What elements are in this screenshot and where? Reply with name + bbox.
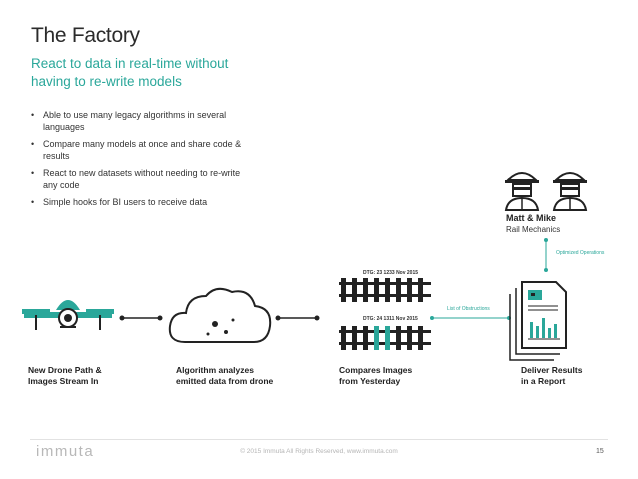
dtg-bottom-label: DTG: 24 1311 Nov 2015 [363, 316, 418, 322]
mechanic-icon [504, 172, 540, 211]
bullet-item: Able to use many legacy algorithms in se… [31, 110, 256, 133]
report-caption: Deliver Results in a Report [521, 365, 583, 386]
cloud-icon [168, 287, 272, 343]
bullet-list: Able to use many legacy algorithms in se… [31, 110, 256, 215]
people-name: Matt & Mike [506, 213, 557, 223]
bullet-item: Compare many models at once and share co… [31, 139, 256, 162]
list-of-obstructions-label: List of Obstructions [447, 306, 490, 312]
optimized-operations-label: Optimized Operations [556, 250, 605, 256]
slide-title: The Factory [31, 24, 140, 47]
people-role: Rail Mechanics [506, 225, 561, 234]
slide-subtitle: React to data in real-time without havin… [31, 56, 229, 89]
footer-copyright: © 2015 Immuta All Rights Reserved, www.i… [240, 448, 398, 455]
mechanic-icon [552, 172, 588, 211]
bullet-item: React to new datasets without needing to… [31, 168, 256, 191]
immuta-logo: immuta [36, 443, 95, 460]
algorithm-caption: Algorithm analyzes emitted data from dro… [176, 365, 274, 386]
drone-caption: New Drone Path & Images Stream In [28, 365, 102, 386]
page-number: 15 [596, 448, 604, 455]
report-document-icon [509, 281, 567, 361]
bullet-item: Simple hooks for BI users to receive dat… [31, 197, 256, 209]
rail-track-bottom-icon [339, 326, 431, 350]
dtg-top-label: DTG: 23 1233 Nov 2015 [363, 270, 419, 276]
rail-track-top-icon [339, 278, 431, 302]
compare-caption: Compares Images from Yesterday [339, 365, 413, 386]
footer-divider [30, 439, 608, 440]
drone-icon [22, 300, 114, 330]
pipeline-connectors [119, 238, 548, 321]
